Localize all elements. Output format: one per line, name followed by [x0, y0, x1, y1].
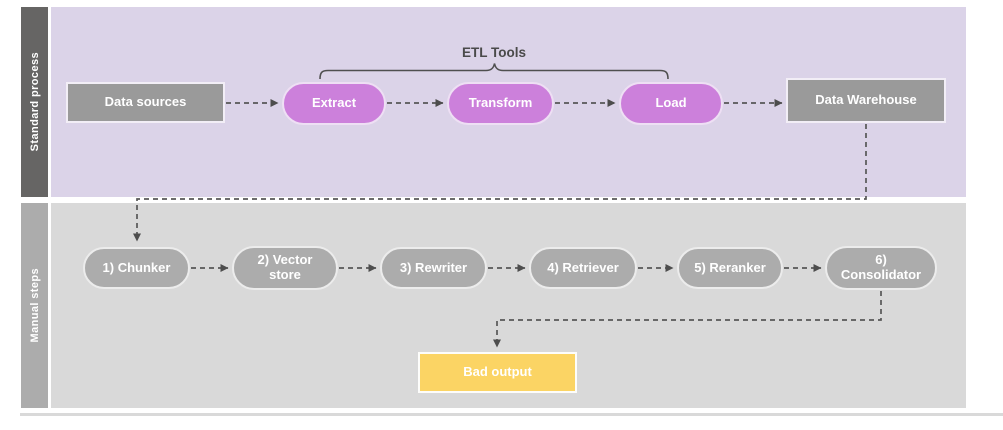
node-transform: Transform	[447, 82, 554, 125]
edge-datawarehouse-chunker	[133, 124, 867, 242]
node-reranker: 5) Reranker	[677, 247, 783, 289]
node-extract: Extract	[282, 82, 386, 125]
node-chunker: 1) Chunker	[83, 247, 190, 289]
node-load: Load	[619, 82, 723, 125]
bottom-separator-line	[20, 413, 1003, 416]
node-data-sources: Data sources	[66, 82, 225, 123]
lane-header-standard-process: Standard process	[21, 7, 48, 197]
node-vector-store: 2) Vector store	[232, 246, 338, 290]
node-consolidator: 6) Consolidator	[825, 246, 937, 290]
node-data-warehouse: Data Warehouse	[786, 78, 946, 123]
lane-header-manual-steps: Manual steps	[21, 203, 48, 408]
edge-consolidator-badoutput	[493, 291, 882, 348]
etl-tools-label: ETL Tools	[462, 45, 526, 60]
node-retriever: 4) Retriever	[529, 247, 637, 289]
etl-tools-brace	[319, 63, 669, 80]
node-bad-output: Bad output	[418, 352, 577, 393]
node-rewriter: 3) Rewriter	[380, 247, 487, 289]
